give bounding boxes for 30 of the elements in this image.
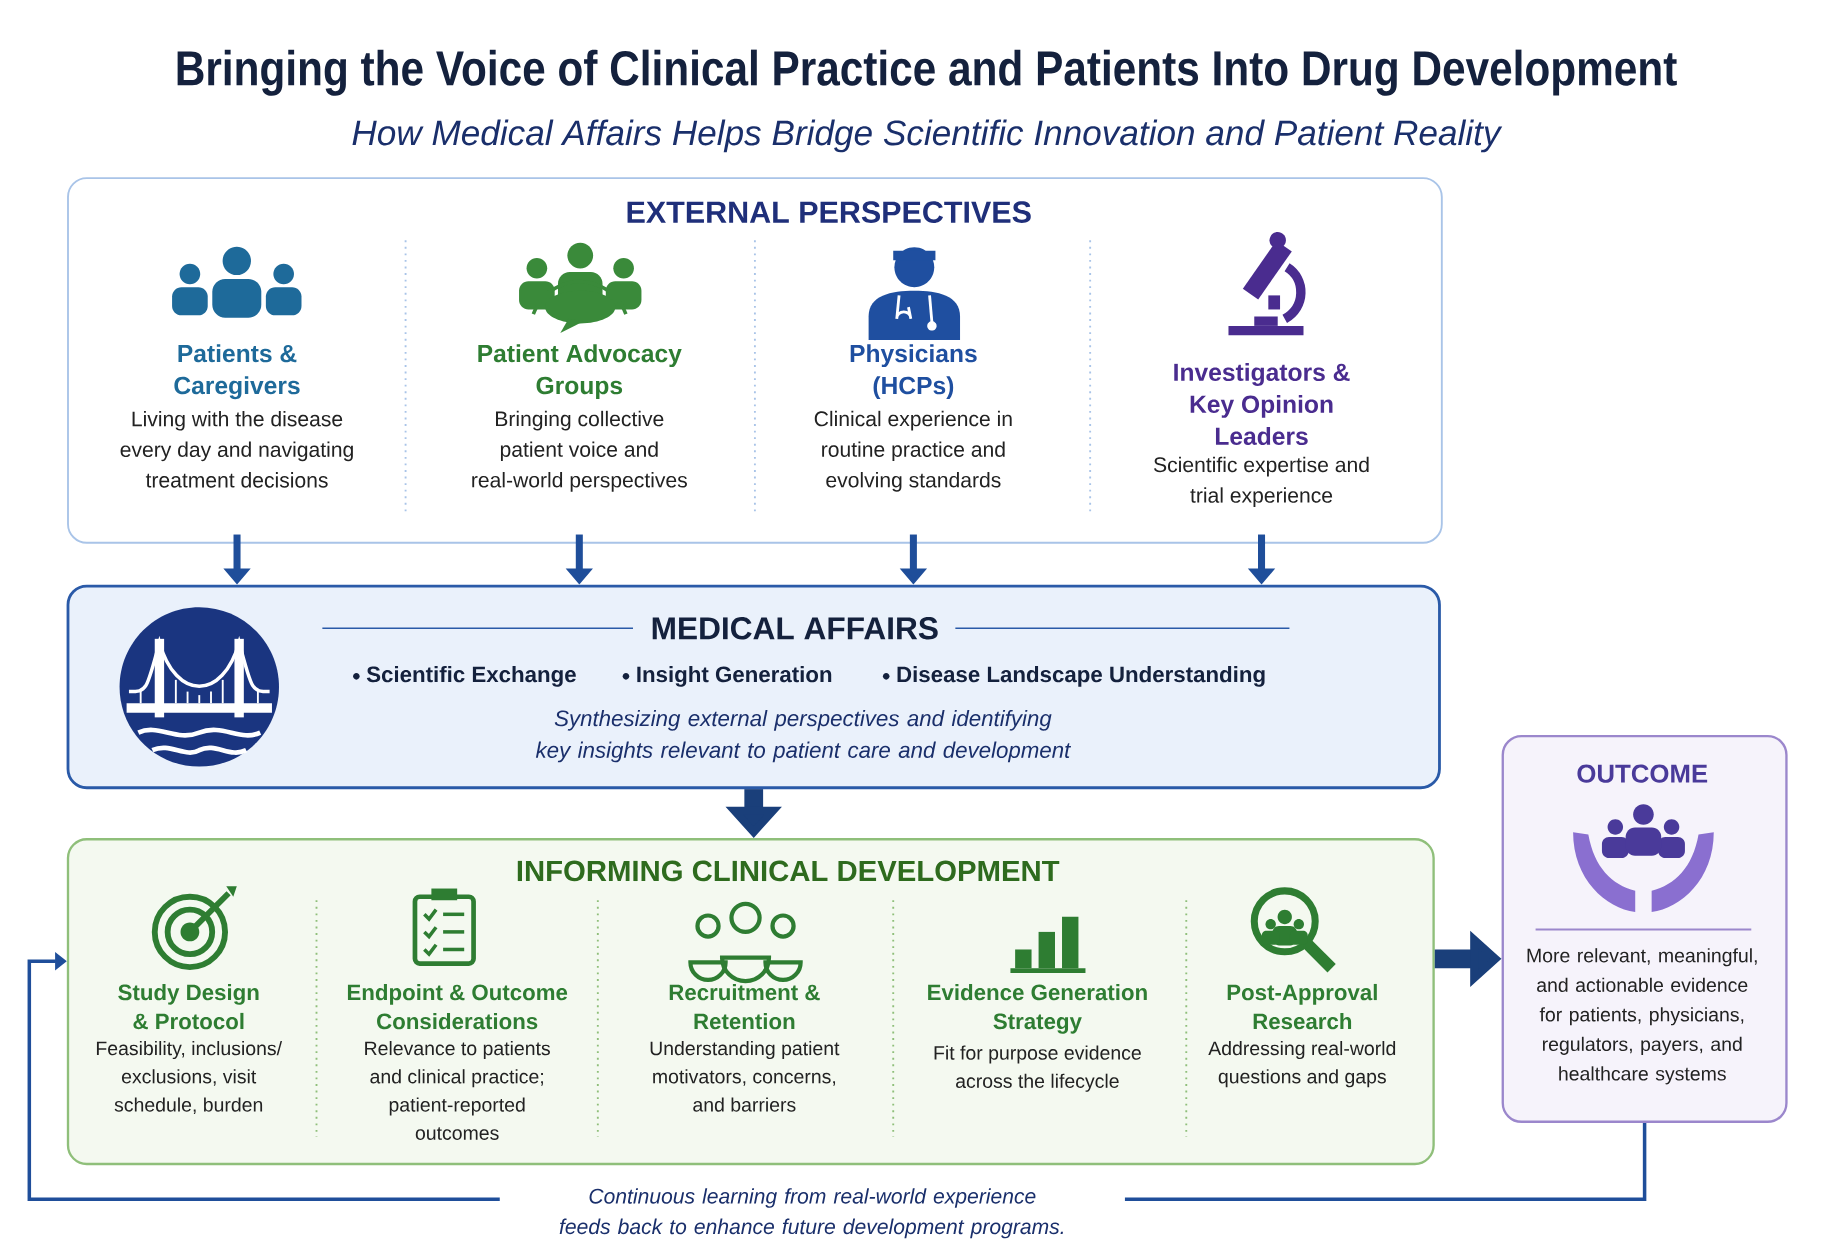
column-heading: Investigators & Key Opinion Leaders xyxy=(1174,363,1350,446)
bullet-item: Insight Generation xyxy=(622,666,832,687)
bullet-item: Scientific Exchange xyxy=(353,666,576,687)
description: Scientific expertise and trial experience xyxy=(1154,456,1369,508)
column-heading: Patient Advocacy Groups xyxy=(478,344,682,400)
description: More relevant, meaningful, and actionable evidence for patients, physicians, regulators, payers, and healthcare systems xyxy=(1527,948,1757,1085)
column-heading: Recruitment & Retention xyxy=(669,984,820,1030)
section-heading: MEDICAL AFFAIRS xyxy=(652,617,938,640)
description: Clinical experience in routine practice and evolving standards xyxy=(814,411,1012,492)
section-heading: INFORMING CLINICAL DEVELOPMENT xyxy=(517,860,1060,882)
description: Fit for purpose evidence across the lifecycle xyxy=(934,1045,1141,1093)
bullet-item: Disease Landscape Understanding xyxy=(882,666,1265,687)
column-heading: Endpoint & Outcome Considerations xyxy=(347,984,568,1030)
description: Bringing collective patient voice and real-world perspectives xyxy=(472,411,687,492)
column-heading: Post-Approval Research xyxy=(1227,984,1377,1030)
column-heading: Evidence Generation Strategy xyxy=(928,984,1147,1034)
edge-label: Continuous learning from real-world experience feeds back to enhance future development programs. xyxy=(559,1188,1063,1239)
description: Addressing real-world questions and gaps xyxy=(1208,1041,1396,1088)
column-heading: Study Design & Protocol xyxy=(118,984,259,1030)
description: Feasibility, inclusions/ exclusions, visit schedule, burden xyxy=(96,1041,283,1115)
column-heading: Patients & Caregivers xyxy=(174,344,300,400)
description: Living with the disease every day and navigating treatment decisions xyxy=(120,411,353,488)
section-heading: OUTCOME xyxy=(1577,764,1708,783)
description: Relevance to patients and clinical practice; patient-reported outcomes xyxy=(365,1041,550,1141)
section-heading: EXTERNAL PERSPECTIVES xyxy=(627,201,1031,224)
subtitle: How Medical Affairs Helps Bridge Scientific Innovation and Patient Reality xyxy=(352,119,1503,153)
description: Synthesizing external perspectives and identifying key insights relevant to patient care and development xyxy=(535,710,1072,763)
description: Understanding patient motivators, concerns, and barriers xyxy=(650,1041,840,1112)
title: Bringing the Voice of Clinical Practice and Patients Into Drug Development xyxy=(177,49,1677,96)
column-heading: Physicians (HCPs) xyxy=(850,344,977,400)
